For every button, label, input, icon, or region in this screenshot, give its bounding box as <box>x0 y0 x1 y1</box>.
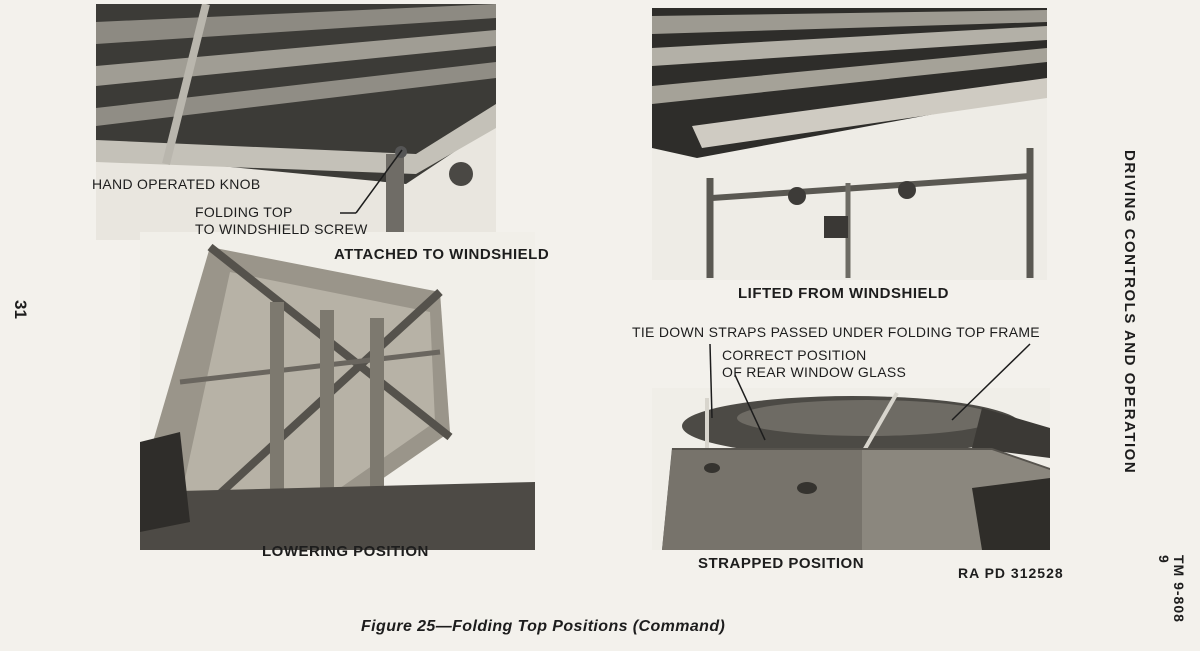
photo-lowering-position <box>140 232 535 550</box>
tm-line2: 9 <box>1156 555 1172 564</box>
figure-caption: Figure 25—Folding Top Positions (Command… <box>361 618 726 635</box>
ra-pd-number: RA PD 312528 <box>958 565 1064 581</box>
photo-attached-to-windshield <box>96 4 496 240</box>
photo-strapped-position <box>652 388 1050 550</box>
caption-attached-to-windshield: ATTACHED TO WINDSHIELD <box>334 246 550 263</box>
callout-folding-top-line1: FOLDING TOP <box>195 204 293 220</box>
caption-lifted-from-windshield: LIFTED FROM WINDSHIELD <box>738 285 949 302</box>
caption-strapped-position: STRAPPED POSITION <box>698 555 865 572</box>
photo-lifted-from-windshield <box>652 8 1047 280</box>
callout-folding-top-line2: TO WINDSHIELD SCREW <box>195 221 368 237</box>
callout-rear-glass-line2: OF REAR WINDOW GLASS <box>722 364 907 380</box>
tm-number: TM 9-808 9 <box>1156 555 1187 623</box>
section-title: DRIVING CONTROLS AND OPERATION <box>1121 150 1138 475</box>
caption-lowering-position: LOWERING POSITION <box>262 543 429 560</box>
callout-hand-operated-knob: HAND OPERATED KNOB <box>92 176 261 192</box>
tm-line1: TM 9-808 <box>1171 555 1187 623</box>
page-number: 31 <box>11 300 30 319</box>
callout-rear-glass-line1: CORRECT POSITION <box>722 347 867 363</box>
callout-tie-down-straps: TIE DOWN STRAPS PASSED UNDER FOLDING TOP… <box>632 324 1040 340</box>
